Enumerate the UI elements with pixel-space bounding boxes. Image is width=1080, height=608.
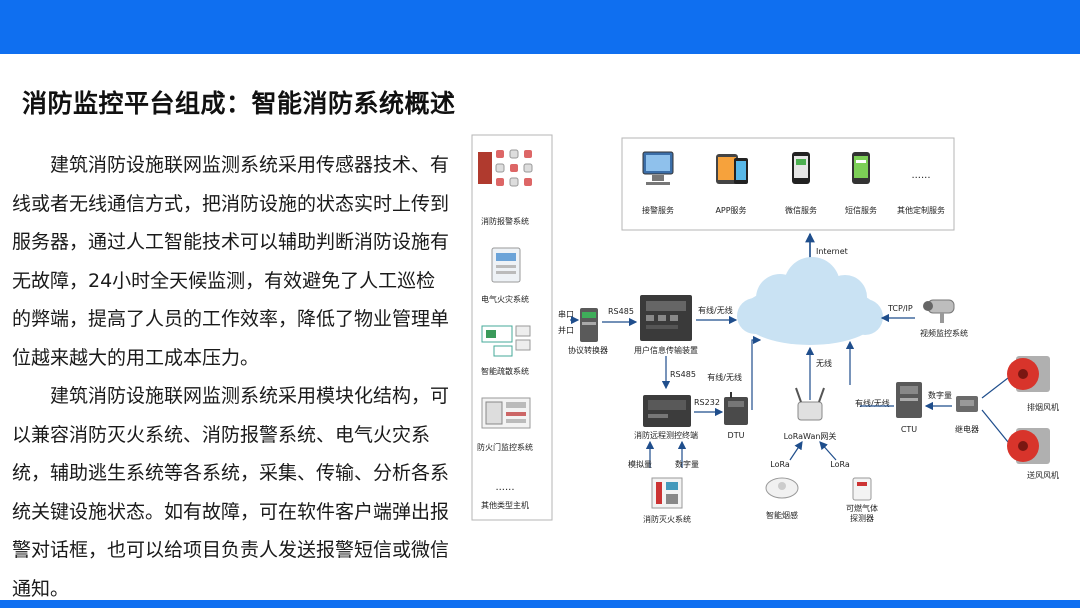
label-lorawan-gateway: LoRaWan网关 bbox=[784, 431, 837, 441]
lorawan-gateway-icon bbox=[795, 387, 825, 421]
label-rs485-top: RS485 bbox=[608, 307, 634, 316]
page-title: 消防监控平台组成：智能消防系统概述 bbox=[22, 89, 456, 118]
label-tcp-ip: TCP/IP bbox=[887, 304, 913, 313]
camera-icon bbox=[923, 299, 955, 323]
cloud-icon bbox=[737, 257, 883, 345]
fire-alarm-icon bbox=[478, 149, 533, 187]
system-diagram: 消防报警系统 电气火灾系统 智能疏散系统 防火门监控系统 ...... 其他类型… bbox=[471, 134, 1059, 524]
label-remote-terminal: 消防远程测控终端 bbox=[634, 430, 698, 440]
gas-detector-icon bbox=[852, 477, 872, 501]
label-fire-extinguish: 消防灭火系统 bbox=[643, 514, 691, 524]
label-app-service: APP服务 bbox=[715, 205, 746, 215]
sms-phone-icon bbox=[852, 152, 870, 184]
label-wechat-service: 微信服务 bbox=[785, 205, 817, 215]
label-digital-1: 数字量 bbox=[928, 390, 952, 400]
label-relay: 继电器 bbox=[955, 424, 979, 434]
services-panel: 接警服务 APP服务 微信服务 短信服务 ...... 其他定制服务 bbox=[621, 137, 955, 231]
top-banner bbox=[0, 0, 1080, 54]
label-internet: Internet bbox=[816, 247, 848, 256]
fire-door-icon bbox=[481, 397, 531, 429]
bottom-banner bbox=[0, 600, 1080, 608]
label-exhaust-fan: 排烟风机 bbox=[1027, 402, 1059, 412]
label-electric-fire: 电气火灾系统 bbox=[481, 294, 529, 304]
paragraph-2: 建筑消防设施联网监测系统采用模块化结构，可以兼容消防灭火系统、消防报警系统、电气… bbox=[12, 385, 450, 600]
label-rs485-vertical: RS485 bbox=[670, 370, 696, 379]
ellipsis-left: ...... bbox=[495, 482, 514, 493]
dtu-icon bbox=[724, 392, 748, 425]
label-fire-door: 防火门监控系统 bbox=[477, 442, 533, 452]
electric-fire-icon bbox=[491, 247, 521, 283]
smoke-detector-icon bbox=[765, 477, 799, 499]
label-fire-alarm: 消防报警系统 bbox=[481, 216, 529, 226]
user-transmission-device-icon bbox=[640, 295, 692, 341]
monitor-icon bbox=[642, 151, 674, 185]
paragraph-1: 建筑消防设施联网监测系统采用传感器技术、有线或者无线通信方式，把消防设施的状态实… bbox=[12, 154, 450, 369]
label-lora-2: LoRa bbox=[830, 460, 850, 469]
evacuation-icon bbox=[481, 325, 531, 357]
label-wired-wireless-1: 有线/无线 bbox=[698, 305, 733, 315]
label-custom-service: 其他定制服务 bbox=[897, 205, 945, 215]
ellipsis-services: ...... bbox=[911, 170, 930, 181]
relay-icon bbox=[956, 396, 978, 412]
label-video-system: 视频监控系统 bbox=[920, 328, 968, 338]
label-wired-wireless-3: 有线/无线 bbox=[855, 398, 890, 408]
label-ctu: CTU bbox=[901, 425, 917, 434]
label-parallel-port: 并口 bbox=[558, 325, 574, 335]
description-text: 建筑消防设施联网监测系统采用传感器技术、有线或者无线通信方式，把消防设施的状态实… bbox=[12, 146, 452, 608]
label-lora-1: LoRa bbox=[770, 460, 790, 469]
label-dtu: DTU bbox=[728, 431, 745, 440]
label-gas-detector-2: 探测器 bbox=[850, 513, 874, 523]
label-digital-2: 数字量 bbox=[675, 459, 699, 469]
protocol-converter-icon bbox=[580, 308, 598, 342]
app-devices-icon bbox=[716, 154, 748, 184]
wechat-phone-icon bbox=[792, 152, 810, 184]
label-smoke-detector: 智能烟感 bbox=[766, 510, 798, 520]
left-systems-panel: 消防报警系统 电气火灾系统 智能疏散系统 防火门监控系统 ...... 其他类型… bbox=[471, 134, 553, 521]
exhaust-fan-icon bbox=[1007, 356, 1050, 392]
label-wireless: 无线 bbox=[816, 358, 832, 368]
ctu-icon bbox=[896, 382, 922, 418]
label-rs232: RS232 bbox=[694, 398, 720, 407]
label-user-device: 用户信息传输装置 bbox=[634, 345, 698, 355]
label-wired-wireless-2: 有线/无线 bbox=[707, 372, 742, 382]
label-sms-service: 短信服务 bbox=[845, 205, 877, 215]
label-evacuation: 智能疏散系统 bbox=[481, 366, 529, 376]
label-protocol-converter: 协议转换器 bbox=[568, 345, 608, 355]
supply-fan-icon bbox=[1007, 428, 1050, 464]
fire-extinguish-icon bbox=[651, 477, 683, 509]
remote-terminal-icon bbox=[643, 395, 691, 427]
label-alarm-service: 接警服务 bbox=[642, 205, 674, 215]
label-serial-port: 串口 bbox=[558, 310, 574, 319]
label-other-hosts: 其他类型主机 bbox=[481, 500, 529, 510]
label-analog: 模拟量 bbox=[628, 459, 652, 469]
label-gas-detector-1: 可燃气体 bbox=[846, 503, 878, 513]
label-supply-fan: 送风风机 bbox=[1027, 470, 1059, 480]
